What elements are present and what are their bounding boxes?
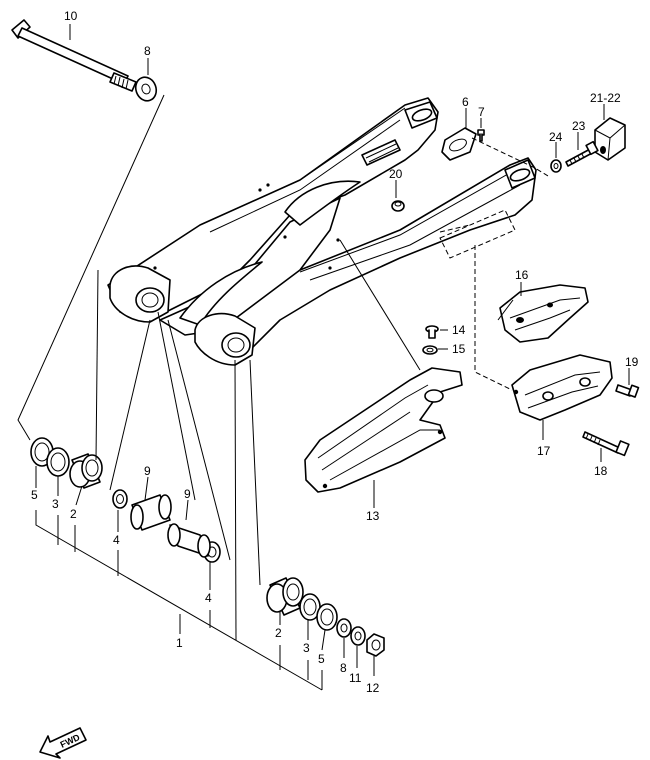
pivot-spacer-left[interactable] xyxy=(130,494,172,531)
spacer-washer-left[interactable] xyxy=(112,489,128,509)
callout-12: 12 xyxy=(366,681,380,695)
right-washer[interactable] xyxy=(336,618,352,638)
callout-23: 23 xyxy=(572,119,586,133)
callout-13: 13 xyxy=(366,509,380,523)
slider-bolt[interactable] xyxy=(425,325,439,339)
callout-17: 17 xyxy=(537,444,551,458)
callout-8-top: 8 xyxy=(144,44,151,58)
callout-6: 6 xyxy=(462,95,469,109)
callout-3-left: 3 xyxy=(52,497,59,511)
callout-24: 24 xyxy=(549,130,563,144)
callout-18: 18 xyxy=(594,464,608,478)
callout-20: 20 xyxy=(389,167,403,181)
left-needle-bearing[interactable] xyxy=(69,453,103,489)
callout-8-bottom: 8 xyxy=(340,661,347,675)
callout-5-right: 5 xyxy=(318,652,325,666)
chain-slider[interactable] xyxy=(304,367,463,493)
callout-10: 10 xyxy=(64,9,78,23)
callout-4-right: 4 xyxy=(205,591,212,605)
right-oil-seal[interactable] xyxy=(316,603,338,631)
callout-2-right: 2 xyxy=(275,626,282,640)
callout-3-right: 3 xyxy=(303,641,310,655)
callout-19: 19 xyxy=(625,355,639,369)
callout-9-right: 9 xyxy=(184,487,191,501)
left-dust-seal[interactable] xyxy=(46,447,70,477)
leader-lines xyxy=(17,24,630,691)
callout-15: 15 xyxy=(452,342,466,356)
slider-washer[interactable] xyxy=(422,345,438,355)
pivot-bolt[interactable] xyxy=(11,19,137,92)
pivot-nut[interactable] xyxy=(366,633,385,657)
adjuster-bolt[interactable] xyxy=(565,140,599,167)
callout-9-left: 9 xyxy=(144,464,151,478)
chain-guide[interactable] xyxy=(499,284,589,343)
forward-direction-arrow: FWD xyxy=(39,727,87,759)
callout-labels: 10 8 6 7 21-22 23 24 20 16 14 15 19 17 1… xyxy=(31,9,639,695)
callout-5-left: 5 xyxy=(31,488,38,502)
chain-guide-plate[interactable] xyxy=(511,354,613,421)
callout-11: 11 xyxy=(349,671,362,685)
swingarm-plug[interactable] xyxy=(391,200,405,212)
callout-1: 1 xyxy=(176,636,183,650)
guide-bolt-short[interactable] xyxy=(615,384,640,398)
guide-bolt-long[interactable] xyxy=(582,431,630,457)
chain-adjuster-block[interactable] xyxy=(594,117,626,161)
callout-2-left: 2 xyxy=(70,507,77,521)
callout-21-22: 21-22 xyxy=(590,91,621,105)
swingarm-body[interactable] xyxy=(107,97,537,366)
pivot-washer[interactable] xyxy=(132,74,159,103)
adjuster-screw[interactable] xyxy=(477,129,485,142)
right-washer-2[interactable] xyxy=(350,626,366,646)
callout-14: 14 xyxy=(452,323,466,337)
callout-7: 7 xyxy=(478,105,485,119)
pivot-spacer-right[interactable] xyxy=(167,523,211,558)
right-needle-bearing[interactable] xyxy=(266,577,304,616)
adjuster-nut[interactable] xyxy=(550,159,562,173)
chain-adjuster-plate[interactable] xyxy=(441,127,477,161)
callout-4-left: 4 xyxy=(113,533,120,547)
callout-16: 16 xyxy=(515,268,529,282)
